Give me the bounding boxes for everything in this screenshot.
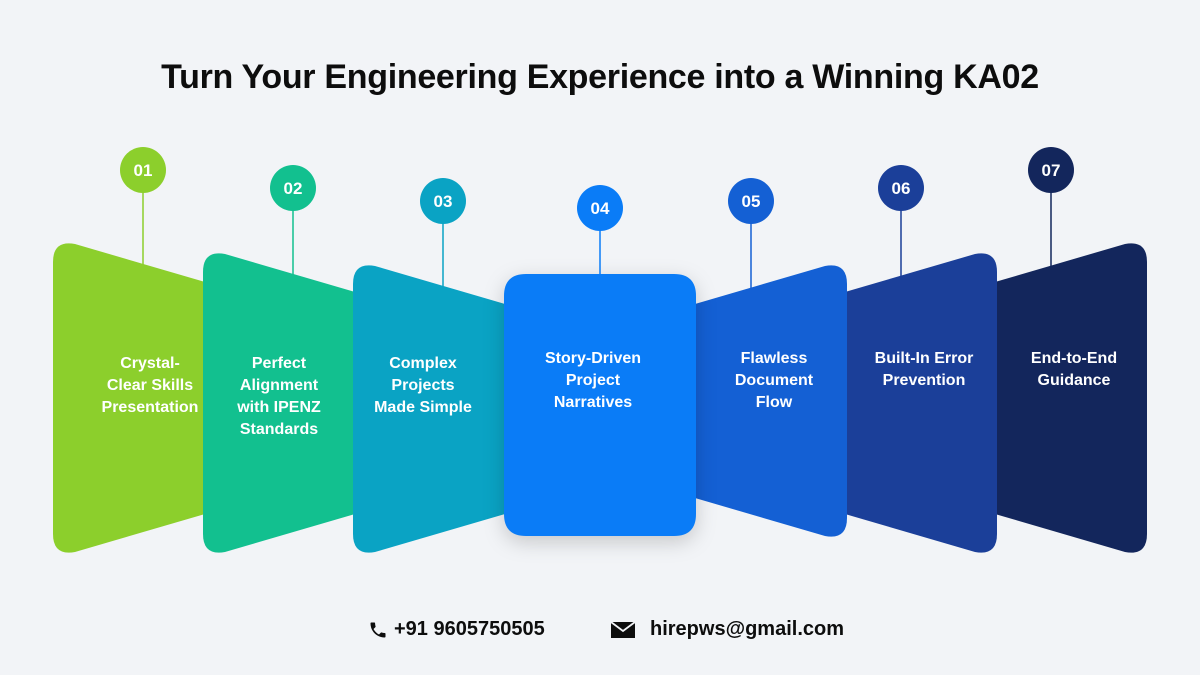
step-badge-07 (1028, 147, 1074, 193)
phone-number: +91 9605750505 (394, 618, 545, 640)
email-address: hirepws@gmail.com (650, 618, 844, 640)
envelope-icon (610, 620, 636, 638)
step-label-01: Crystal- Clear Skills Presentation (101, 355, 199, 416)
step-number-01: 01 (134, 161, 153, 180)
step-badge-03 (420, 178, 466, 224)
step-number-05: 05 (742, 192, 761, 211)
step-badge-06 (878, 165, 924, 211)
step-label-07: End-to-End Guidance (1030, 350, 1118, 389)
step-panel-06 (845, 253, 997, 553)
step-label-02: Perfect Alignment with IPENZ Standards (237, 355, 321, 438)
phone-icon (370, 622, 386, 637)
phone-contact[interactable]: +91 9605750505 (368, 618, 545, 641)
step-panel-07 (995, 243, 1147, 553)
contact-footer: +91 9605750505 hirepws@gmail.com (0, 618, 1200, 648)
step-panel-01 (53, 243, 205, 553)
step-label-05: Flawless Document Flow (734, 350, 814, 411)
step-badge-01 (120, 147, 166, 193)
step-label-06: Built-In Error Prevention (874, 350, 974, 389)
page-title: Turn Your Engineering Experience into a … (161, 58, 1039, 96)
step-panel-05 (695, 265, 847, 537)
step-number-07: 07 (1042, 161, 1061, 180)
step-panel-02 (203, 253, 355, 553)
step-panel-03 (353, 265, 505, 553)
step-number-06: 06 (892, 179, 911, 198)
step-panel-04 (504, 274, 696, 536)
step-badge-05 (728, 178, 774, 224)
step-number-03: 03 (434, 192, 453, 211)
step-number-04: 04 (591, 199, 610, 218)
step-label-04: Story-Driven Project Narratives (544, 350, 642, 411)
step-label-03: Complex Projects Made Simple (374, 355, 472, 416)
step-number-02: 02 (284, 179, 303, 198)
step-badge-02 (270, 165, 316, 211)
step-badge-04 (577, 185, 623, 231)
email-contact[interactable]: hirepws@gmail.com (610, 618, 844, 641)
